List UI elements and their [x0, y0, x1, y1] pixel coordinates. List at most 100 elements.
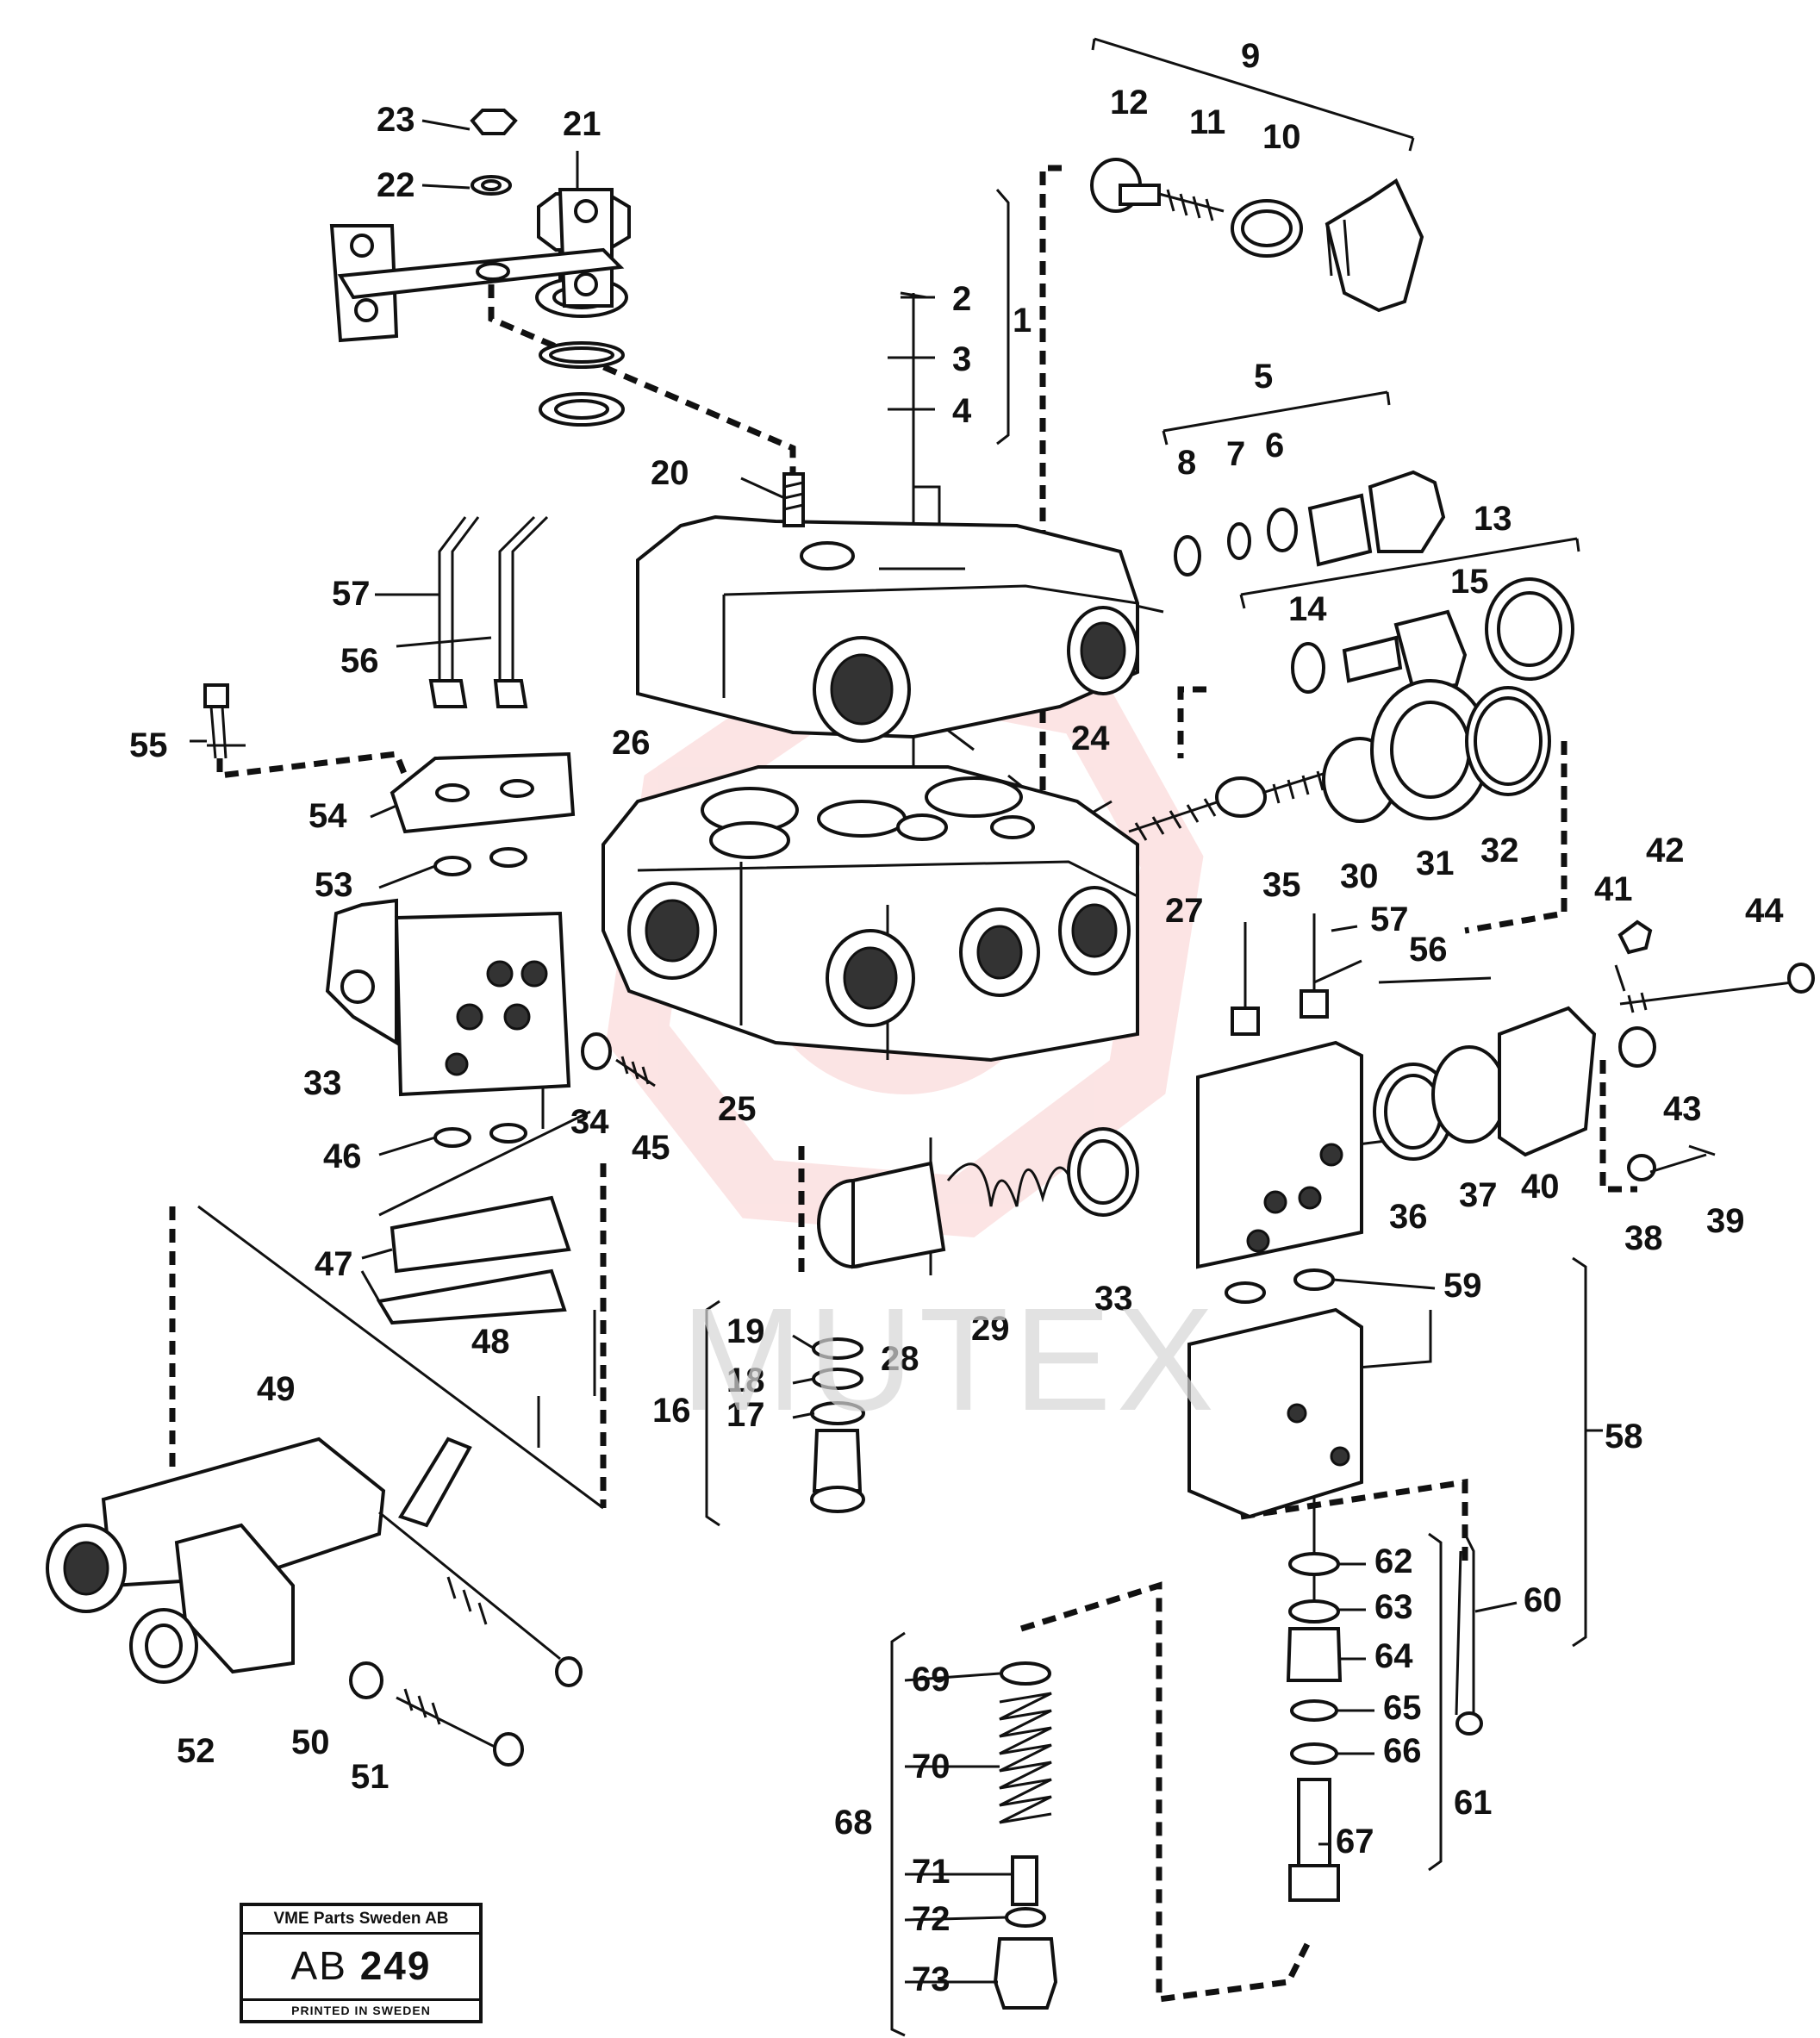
spool-group: [1128, 679, 1551, 841]
label-8: 8: [1177, 444, 1196, 482]
label-36: 36: [1389, 1198, 1428, 1236]
label-39: 39: [1706, 1202, 1745, 1240]
label-2: 2: [952, 280, 971, 318]
valve-group-13: [1291, 577, 1574, 694]
label-13: 13: [1474, 500, 1512, 538]
label-30: 30: [1340, 857, 1379, 895]
label-10: 10: [1262, 118, 1301, 156]
label-25: 25: [718, 1090, 757, 1128]
label-34: 34: [570, 1103, 609, 1141]
spring-sleeve-group: [810, 1127, 1139, 1513]
screw-20: [782, 472, 805, 527]
label-49: 49: [257, 1370, 296, 1408]
label-57a: 57: [332, 575, 371, 613]
label-58: 58: [1605, 1418, 1643, 1455]
label-ticks: [190, 296, 1603, 1984]
label-4: 4: [952, 392, 972, 430]
right-lower-block: [1187, 1307, 1483, 1736]
label-56b: 56: [1409, 931, 1448, 969]
right-valve-block: [1196, 913, 1815, 1304]
stamp-code-number: 249: [359, 1943, 432, 1988]
label-9: 9: [1241, 37, 1260, 75]
label-44: 44: [1745, 892, 1784, 930]
label-56a: 56: [340, 642, 379, 680]
label-68: 68: [834, 1804, 873, 1842]
label-19: 19: [726, 1312, 765, 1350]
label-38: 38: [1624, 1219, 1663, 1257]
label-11: 11: [1189, 103, 1225, 141]
label-62: 62: [1374, 1543, 1413, 1580]
label-42: 42: [1646, 832, 1685, 869]
label-12: 12: [1110, 84, 1149, 122]
label-53: 53: [315, 866, 353, 904]
label-61: 61: [1454, 1784, 1493, 1822]
label-27: 27: [1165, 892, 1204, 930]
solenoid-49: [46, 1437, 583, 1767]
label-54: 54: [309, 797, 347, 835]
label-23: 23: [377, 101, 415, 139]
label-6: 6: [1265, 427, 1284, 464]
label-20: 20: [651, 454, 689, 492]
label-65: 65: [1383, 1689, 1422, 1727]
dashed-connectors: [169, 165, 1637, 2003]
stamp-printed: PRINTED IN SWEDEN: [243, 1998, 479, 2017]
label-17: 17: [726, 1396, 765, 1434]
plug-34-45: [581, 1032, 656, 1088]
label-55: 55: [129, 726, 168, 764]
label-33b: 33: [1094, 1280, 1133, 1318]
label-22: 22: [377, 166, 415, 204]
watermark-text: MUTEX: [681, 1278, 1219, 1442]
label-40: 40: [1521, 1168, 1560, 1206]
stamp-code-prefix: AB: [290, 1943, 347, 1988]
label-35: 35: [1262, 866, 1301, 904]
label-67: 67: [1336, 1823, 1374, 1860]
label-14: 14: [1288, 590, 1327, 628]
label-7: 7: [1226, 435, 1245, 473]
part-number-labels: 1 2 3 4 5 6 7 8 9 10 11 12 13 14 15 16 1…: [129, 37, 1784, 1998]
label-5: 5: [1254, 358, 1273, 396]
plunger-stack-61: [1286, 1552, 1343, 1902]
label-47: 47: [315, 1245, 353, 1283]
label-24: 24: [1071, 720, 1110, 757]
label-29: 29: [971, 1310, 1010, 1348]
label-73: 73: [912, 1960, 951, 1998]
middle-valve-housing: [601, 765, 1139, 1063]
label-37: 37: [1459, 1176, 1498, 1214]
label-15: 15: [1450, 563, 1489, 601]
label-63: 63: [1374, 1588, 1413, 1626]
label-33a: 33: [303, 1064, 342, 1102]
label-48: 48: [471, 1323, 510, 1361]
screw-55: [203, 683, 229, 759]
label-28: 28: [881, 1340, 919, 1378]
label-3: 3: [952, 340, 971, 378]
left-valve-block: [325, 751, 596, 1448]
label-16: 16: [652, 1392, 691, 1430]
label-32: 32: [1480, 832, 1519, 869]
valve-plug-group-9: [1090, 158, 1424, 313]
label-52: 52: [177, 1732, 215, 1770]
stamp-code: AB 249: [243, 1942, 479, 1989]
label-57b: 57: [1370, 901, 1409, 938]
label-45: 45: [632, 1129, 670, 1167]
upper-valve-housing: [636, 514, 1139, 743]
mounting-bracket: [329, 109, 625, 343]
label-51: 51: [351, 1758, 390, 1796]
label-64: 64: [1374, 1637, 1413, 1675]
label-43: 43: [1663, 1090, 1702, 1128]
valve-group-5: [1174, 470, 1446, 576]
spring-stack-68: [993, 1661, 1058, 2010]
label-41: 41: [1594, 870, 1633, 908]
pipes: [428, 515, 549, 708]
label-60: 60: [1524, 1581, 1562, 1619]
label-59: 59: [1443, 1267, 1482, 1305]
label-50: 50: [291, 1723, 330, 1761]
label-1: 1: [1013, 302, 1032, 340]
label-21: 21: [563, 105, 601, 143]
stamp-company: VME Parts Sweden AB: [243, 1910, 479, 1935]
label-31: 31: [1416, 844, 1455, 882]
publisher-stamp: VME Parts Sweden AB AB 249 PRINTED IN SW…: [240, 1903, 483, 2023]
label-18: 18: [726, 1362, 765, 1399]
label-66: 66: [1383, 1732, 1422, 1770]
label-71: 71: [912, 1853, 951, 1891]
